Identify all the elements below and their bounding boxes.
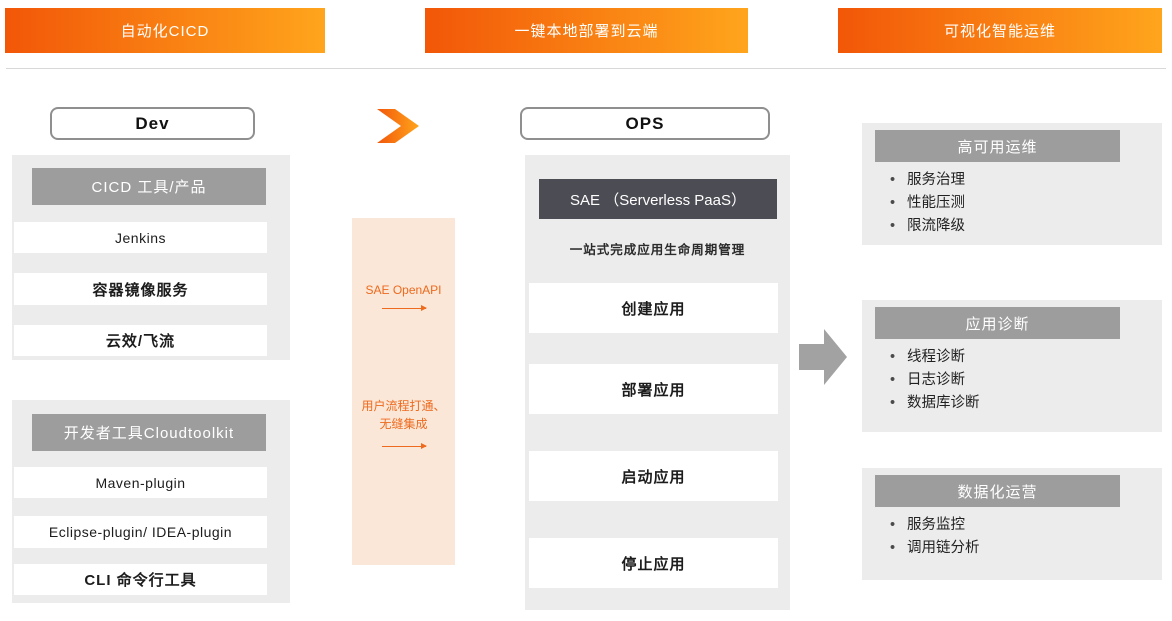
banner-label: 自动化CICD (120, 23, 210, 40)
sae-panel: SAE （Serverless PaaS） 一站式完成应用生命周期管理 创建应用… (525, 155, 790, 610)
lifecycle-label: 部署应用 (621, 381, 686, 399)
tool-row-cli: CLI 命令行工具 (14, 564, 267, 595)
tool-row-eclipse-idea-plugin: Eclipse-plugin/ IDEA-plugin (14, 516, 267, 548)
block-arrow-right-icon (799, 329, 847, 385)
feature-item: 限流降级 (890, 217, 965, 236)
high-availability-list: 服务治理 性能压测 限流降级 (890, 171, 965, 240)
feature-item: 服务治理 (890, 171, 965, 190)
panel-header-label: 应用诊断 (965, 315, 1030, 333)
banner-label: 可视化智能运维 (943, 23, 1056, 40)
flow-arrow-icon (382, 305, 427, 311)
ops-title-label: OPS (625, 113, 665, 133)
feature-item: 数据库诊断 (890, 394, 980, 413)
panel-header-label: CICD 工具/产品 (91, 179, 207, 196)
fast-forward-icon (377, 109, 419, 143)
sae-openapi-label: SAE OpenAPI (365, 283, 442, 297)
cloudtoolkit-panel-header: 开发者工具Cloudtoolkit (32, 414, 266, 451)
dev-title-label: Dev (135, 113, 170, 133)
tool-row-maven-plugin: Maven-plugin (14, 467, 267, 498)
banner-one-click-deploy: 一键本地部署到云端 (425, 8, 748, 53)
feature-item: 日志诊断 (890, 371, 980, 390)
feature-item: 线程诊断 (890, 348, 980, 367)
panel-header-label: 数据化运营 (957, 483, 1038, 501)
lifecycle-label: 创建应用 (621, 300, 686, 318)
tool-row-container-registry: 容器镜像服务 (14, 273, 267, 305)
lifecycle-label: 启动应用 (621, 468, 686, 486)
data-operations-panel-header: 数据化运营 (875, 475, 1120, 507)
panel-header-label: 高可用运维 (957, 138, 1038, 156)
ops-title-pill: OPS (520, 107, 770, 140)
integration-label-line2: 无缝集成 (379, 417, 428, 431)
integration-label-line1: 用户流程打通、 (361, 399, 446, 413)
cicd-tools-panel: CICD 工具/产品 Jenkins 容器镜像服务 云效/飞流 (12, 155, 290, 360)
tool-label: Maven-plugin (95, 474, 186, 491)
integration-flow-box: SAE OpenAPI 用户流程打通、 无缝集成 (352, 218, 455, 565)
tool-label: 容器镜像服务 (92, 281, 189, 299)
banner-label: 一键本地部署到云端 (514, 23, 659, 40)
cicd-tools-panel-header: CICD 工具/产品 (32, 168, 266, 205)
header-divider (6, 68, 1166, 69)
data-operations-panel: 数据化运营 服务监控 调用链分析 (862, 468, 1162, 580)
tool-label: CLI 命令行工具 (84, 572, 197, 589)
banner-automated-cicd: 自动化CICD (5, 8, 325, 53)
app-diagnosis-list: 线程诊断 日志诊断 数据库诊断 (890, 348, 980, 417)
tool-label: Eclipse-plugin/ IDEA-plugin (48, 524, 233, 540)
feature-item: 服务监控 (890, 516, 980, 535)
feature-item: 调用链分析 (890, 539, 980, 558)
tool-label: Jenkins (115, 229, 166, 246)
flow-arrow-icon (382, 443, 427, 449)
lifecycle-row-create-app: 创建应用 (529, 283, 778, 333)
cloudtoolkit-panel: 开发者工具Cloudtoolkit Maven-plugin Eclipse-p… (12, 400, 290, 603)
data-operations-list: 服务监控 调用链分析 (890, 516, 980, 562)
sae-panel-header: SAE （Serverless PaaS） (539, 179, 777, 219)
panel-header-label: 开发者工具Cloudtoolkit (63, 425, 235, 442)
lifecycle-row-stop-app: 停止应用 (529, 538, 778, 588)
lifecycle-label: 停止应用 (621, 555, 686, 573)
lifecycle-row-deploy-app: 部署应用 (529, 364, 778, 414)
app-diagnosis-panel: 应用诊断 线程诊断 日志诊断 数据库诊断 (862, 300, 1162, 432)
tool-row-yunxiao: 云效/飞流 (14, 325, 267, 356)
high-availability-panel-header: 高可用运维 (875, 130, 1120, 162)
lifecycle-row-start-app: 启动应用 (529, 451, 778, 501)
dev-title-pill: Dev (50, 107, 255, 140)
app-diagnosis-panel-header: 应用诊断 (875, 307, 1120, 339)
feature-item: 性能压测 (890, 194, 965, 213)
high-availability-panel: 高可用运维 服务治理 性能压测 限流降级 (862, 123, 1162, 245)
tool-label: 云效/飞流 (105, 333, 176, 350)
sae-header-label: SAE （Serverless PaaS） (570, 191, 746, 209)
tool-row-jenkins: Jenkins (14, 222, 267, 253)
sae-subtitle: 一站式完成应用生命周期管理 (569, 243, 746, 257)
banner-visual-ops: 可视化智能运维 (838, 8, 1162, 53)
